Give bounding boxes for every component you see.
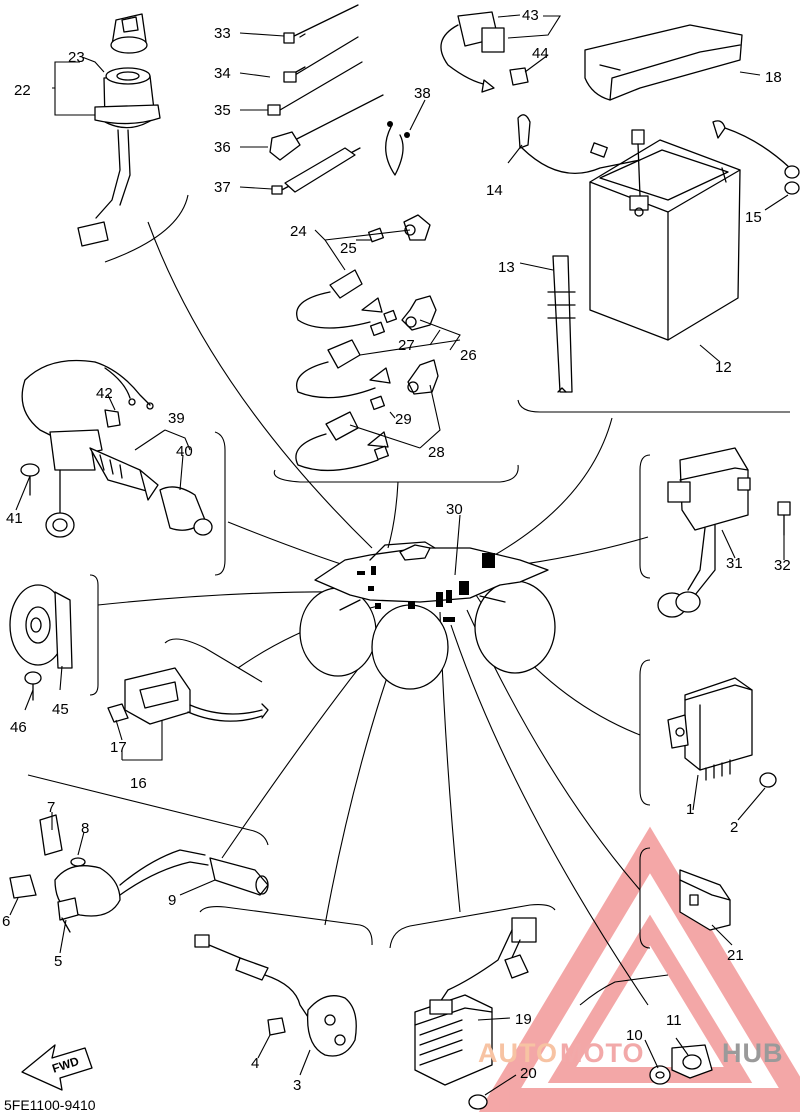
label-part-38: 38 xyxy=(414,85,431,102)
label-part-26: 26 xyxy=(460,347,477,364)
watermark-hub: HUB xyxy=(722,1038,784,1068)
central-frame xyxy=(299,541,556,690)
starter-cable xyxy=(20,359,213,538)
label-part-4: 4 xyxy=(251,1055,259,1072)
watermark-moto: MOTO xyxy=(560,1038,645,1068)
label-part-12: 12 xyxy=(715,359,732,376)
cable-ties xyxy=(267,4,410,195)
part-21-cover xyxy=(679,869,731,931)
label-leaders xyxy=(9,14,789,1096)
label-part-34: 34 xyxy=(214,65,231,82)
label-part-1: 1 xyxy=(686,801,694,818)
label-part-37: 37 xyxy=(214,179,231,196)
label-part-24: 24 xyxy=(290,223,307,240)
section-brackets xyxy=(27,194,790,1006)
label-part-25: 25 xyxy=(340,240,357,257)
label-part-14: 14 xyxy=(486,182,503,199)
label-part-22: 22 xyxy=(14,82,31,99)
label-part-30: 30 xyxy=(446,501,463,518)
diagram-code: 5FE1100-9410 xyxy=(4,1097,96,1113)
label-part-32: 32 xyxy=(774,557,791,574)
label-part-44: 44 xyxy=(532,45,549,62)
relay xyxy=(107,667,269,725)
label-part-28: 28 xyxy=(428,444,445,461)
pickup-coil xyxy=(194,934,357,1057)
cdi-unit xyxy=(657,447,791,618)
label-part-11: 11 xyxy=(666,1012,682,1029)
ignition-coil xyxy=(9,814,269,933)
label-part-18: 18 xyxy=(765,69,782,86)
relay-and-cover xyxy=(440,11,743,101)
label-part-42: 42 xyxy=(96,385,113,402)
label-part-13: 13 xyxy=(498,259,515,276)
label-part-2: 2 xyxy=(730,819,738,836)
label-part-36: 36 xyxy=(214,139,231,156)
label-part-8: 8 xyxy=(81,820,89,837)
watermark-auto: AUTO xyxy=(478,1038,558,1068)
label-part-9: 9 xyxy=(168,892,176,909)
label-part-29: 29 xyxy=(395,411,412,428)
label-part-21: 21 xyxy=(727,947,744,964)
label-part-43: 43 xyxy=(522,7,539,24)
label-part-41: 41 xyxy=(6,510,23,527)
voltage-regulator xyxy=(414,917,537,1110)
main-switch xyxy=(77,13,161,247)
label-part-46: 46 xyxy=(10,719,27,736)
label-part-20: 20 xyxy=(520,1065,537,1082)
label-part-17: 17 xyxy=(110,739,127,756)
label-part-5: 5 xyxy=(54,953,62,970)
label-part-45: 45 xyxy=(52,701,69,718)
horn xyxy=(9,584,73,701)
label-part-15: 15 xyxy=(745,209,762,226)
label-part-40: 40 xyxy=(176,443,193,460)
label-part-3: 3 xyxy=(293,1077,301,1094)
label-part-19: 19 xyxy=(515,1011,532,1028)
label-part-39: 39 xyxy=(168,410,185,427)
label-part-31: 31 xyxy=(726,555,743,572)
label-part-16: 16 xyxy=(130,775,147,792)
rectifier-regulator xyxy=(667,677,777,788)
label-part-27: 27 xyxy=(398,337,415,354)
fwd-arrow: FWD xyxy=(21,1044,93,1091)
label-part-10: 10 xyxy=(626,1027,643,1044)
label-part-6: 6 xyxy=(2,913,10,930)
label-part-35: 35 xyxy=(214,102,231,119)
plug-leads xyxy=(295,214,439,472)
label-part-23: 23 xyxy=(68,49,85,66)
label-part-7: 7 xyxy=(47,799,55,816)
battery xyxy=(517,114,800,393)
label-part-33: 33 xyxy=(214,25,231,42)
part-labels: 1 2 3 4 5 6 7 8 9 10 11 12 13 14 15 16 1… xyxy=(2,7,791,1094)
switch-11 xyxy=(649,1044,713,1085)
watermark-text: AUTO MOTO HUB xyxy=(478,1038,784,1068)
